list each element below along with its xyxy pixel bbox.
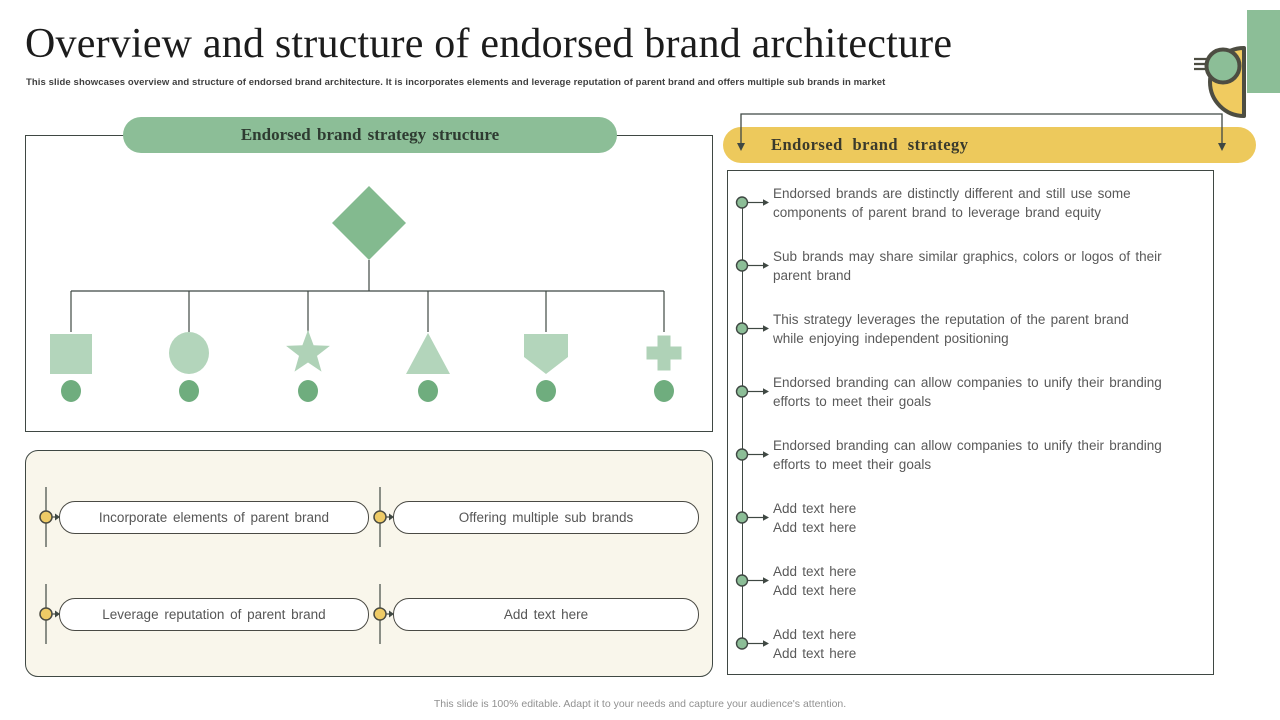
bullet-text: Add text here Add text here	[773, 626, 857, 661]
list-item: Add text here Add text here	[728, 486, 1213, 549]
button-connector-icon	[39, 584, 60, 644]
structure-panel-header: Endorsed brand strategy structure	[123, 117, 617, 153]
header-bracket-arrows-icon	[737, 113, 1226, 151]
button-label: Leverage reputation of parent brand	[102, 607, 326, 622]
button-incorporate-elements[interactable]: Incorporate elements of parent brand	[59, 501, 369, 534]
bullet-text: Endorsed branding can allow companies to…	[773, 437, 1162, 472]
button-connector-icon	[373, 487, 394, 547]
list-item: This strategy leverages the reputation o…	[728, 297, 1213, 360]
list-item: Endorsed branding can allow companies to…	[728, 360, 1213, 423]
list-item: Sub brands may share similar graphics, c…	[728, 234, 1213, 297]
bullet-dot-arrow-icon	[735, 196, 769, 209]
button-connector-icon	[373, 584, 394, 644]
bullet-dot-arrow-icon	[735, 574, 769, 587]
bullet-text: Add text here Add text here	[773, 500, 857, 535]
star-subbrand-icon	[286, 330, 330, 372]
bullet-text: Sub brands may share similar graphics, c…	[773, 248, 1162, 283]
plus-subbrand-icon	[646, 335, 682, 371]
button-label: Incorporate elements of parent brand	[98, 510, 330, 525]
bullet-dot-arrow-icon	[735, 511, 769, 524]
diagram-connector-lines	[70, 260, 665, 332]
button-connector-icon	[39, 487, 60, 547]
shield-subbrand-icon	[524, 334, 568, 374]
button-label: Add text here	[503, 607, 589, 622]
structure-panel: Endorsed brand strategy structure	[25, 117, 713, 432]
list-item: Add text here Add text here	[728, 612, 1213, 675]
bullet-dot-arrow-icon	[735, 637, 769, 650]
list-item: Add text here Add text here	[728, 549, 1213, 612]
corner-accent-bar	[1247, 10, 1280, 93]
bullet-dot-arrow-icon	[735, 448, 769, 461]
button-label: Offering multiple sub brands	[458, 510, 634, 525]
subbrand-dots	[61, 380, 674, 402]
list-item: Endorsed brands are distinctly different…	[728, 171, 1213, 234]
brand-structure-diagram	[50, 186, 682, 402]
key-points-panel: Incorporate elements of parent brand Off…	[25, 450, 713, 677]
bullet-text: Endorsed brands are distinctly different…	[773, 185, 1131, 220]
bullet-rail-line	[741, 202, 743, 644]
circle-subbrand-icon	[169, 332, 209, 374]
strategy-bullet-box: Endorsed brands are distinctly different…	[727, 170, 1214, 675]
bird-head	[1204, 47, 1242, 85]
button-leverage-reputation[interactable]: Leverage reputation of parent brand	[59, 598, 369, 631]
footer-note: This slide is 100% editable. Adapt it to…	[433, 698, 847, 710]
page-title: Overview and structure of endorsed brand…	[25, 21, 953, 67]
strategy-panel-header: Endorsed brand strategy	[723, 127, 1256, 163]
bird-decoration-icon	[1194, 46, 1246, 118]
bullet-dot-arrow-icon	[735, 385, 769, 398]
bullet-text: Endorsed branding can allow companies to…	[773, 374, 1162, 409]
structure-panel-header-label: Endorsed brand strategy structure	[240, 125, 500, 144]
diamond-parent-brand-icon	[332, 186, 406, 260]
strategy-panel-header-label: Endorsed brand strategy	[771, 135, 969, 154]
bullet-text: This strategy leverages the reputation o…	[773, 311, 1129, 346]
bullet-dot-arrow-icon	[735, 322, 769, 335]
slide-subtitle: This slide showcases overview and struct…	[26, 77, 886, 88]
list-item: Endorsed branding can allow companies to…	[728, 423, 1213, 486]
bullet-dot-arrow-icon	[735, 259, 769, 272]
triangle-subbrand-icon	[406, 333, 450, 374]
button-add-text-placeholder[interactable]: Add text here	[393, 598, 699, 631]
square-subbrand-icon	[50, 334, 92, 374]
bullet-text: Add text here Add text here	[773, 563, 857, 598]
button-offering-sub-brands[interactable]: Offering multiple sub brands	[393, 501, 699, 534]
